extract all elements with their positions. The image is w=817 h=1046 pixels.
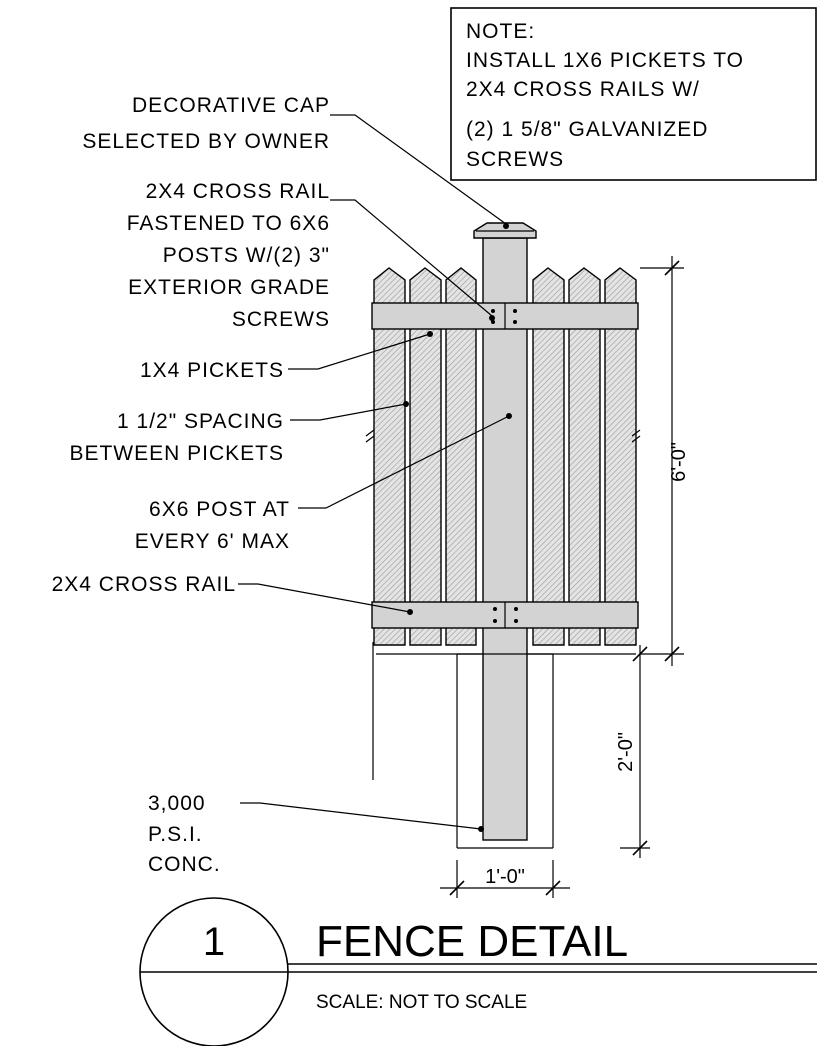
scale-label: SCALE: NOT TO SCALE <box>316 992 527 1013</box>
top-rail-label-3: POSTS W/(2) 3" <box>163 244 330 267</box>
note-line-1: INSTALL 1X6 PICKETS TO <box>466 49 744 72</box>
detail-title: FENCE DETAIL <box>316 917 628 966</box>
picket <box>568 267 601 646</box>
leader-lines <box>238 114 512 832</box>
footing-depth-text: 2'-0" <box>615 732 637 772</box>
post-label-1: 6X6 POST AT <box>149 498 290 521</box>
note-line-4: SCREWS <box>466 148 564 171</box>
concrete-label-3: CONC. <box>148 853 221 876</box>
concrete-label-2: P.S.I. <box>148 823 203 846</box>
spacing-label-1: 1 1/2" SPACING <box>117 410 284 433</box>
post-6x6 <box>482 237 528 841</box>
dimension-footing-width: 1'-0" <box>440 860 570 898</box>
footing-width-text: 1'-0" <box>485 866 525 888</box>
top-rail-label-4: EXTERIOR GRADE <box>128 276 330 299</box>
dimension-fence-height: 6'-0" <box>640 256 690 666</box>
note-line-2: 2X4 CROSS RAILS W/ <box>466 78 700 101</box>
note-heading: NOTE: <box>466 20 535 43</box>
detail-number: 1 <box>203 920 225 964</box>
picket <box>532 267 565 646</box>
dimension-footing-depth: 2'-0" <box>615 645 650 858</box>
bottom-rail-label: 2X4 CROSS RAIL <box>52 573 236 596</box>
top-rail-label-1: 2X4 CROSS RAIL <box>146 180 330 203</box>
fence-height-text: 6'-0" <box>668 442 690 482</box>
title-block: 1 FENCE DETAIL SCALE: NOT TO SCALE <box>139 897 817 1046</box>
note-line-3: (2) 1 5/8" GALVANIZED <box>466 118 708 141</box>
note-frame <box>450 7 817 181</box>
cap-label-2: SELECTED BY OWNER <box>82 130 330 153</box>
spacing-label-2: BETWEEN PICKETS <box>69 442 284 465</box>
pickets-label: 1X4 PICKETS <box>140 359 284 382</box>
post-label-2: EVERY 6' MAX <box>135 530 290 553</box>
top-rail-label-5: SCREWS <box>232 308 330 331</box>
cap-label-1: DECORATIVE CAP <box>132 94 330 117</box>
break-lines <box>365 429 641 443</box>
pickets-left <box>373 267 477 646</box>
note-box: NOTE: INSTALL 1X6 PICKETS TO 2X4 CROSS R… <box>450 7 817 181</box>
picket <box>604 267 637 646</box>
picket <box>373 267 406 646</box>
picket <box>445 267 477 646</box>
concrete-label-1: 3,000 <box>148 792 206 815</box>
decorative-cap <box>473 222 537 239</box>
top-rail-label-2: FASTENED TO 6X6 <box>127 212 330 235</box>
bottom-rail-screws <box>493 602 518 628</box>
pickets-right <box>532 267 637 646</box>
